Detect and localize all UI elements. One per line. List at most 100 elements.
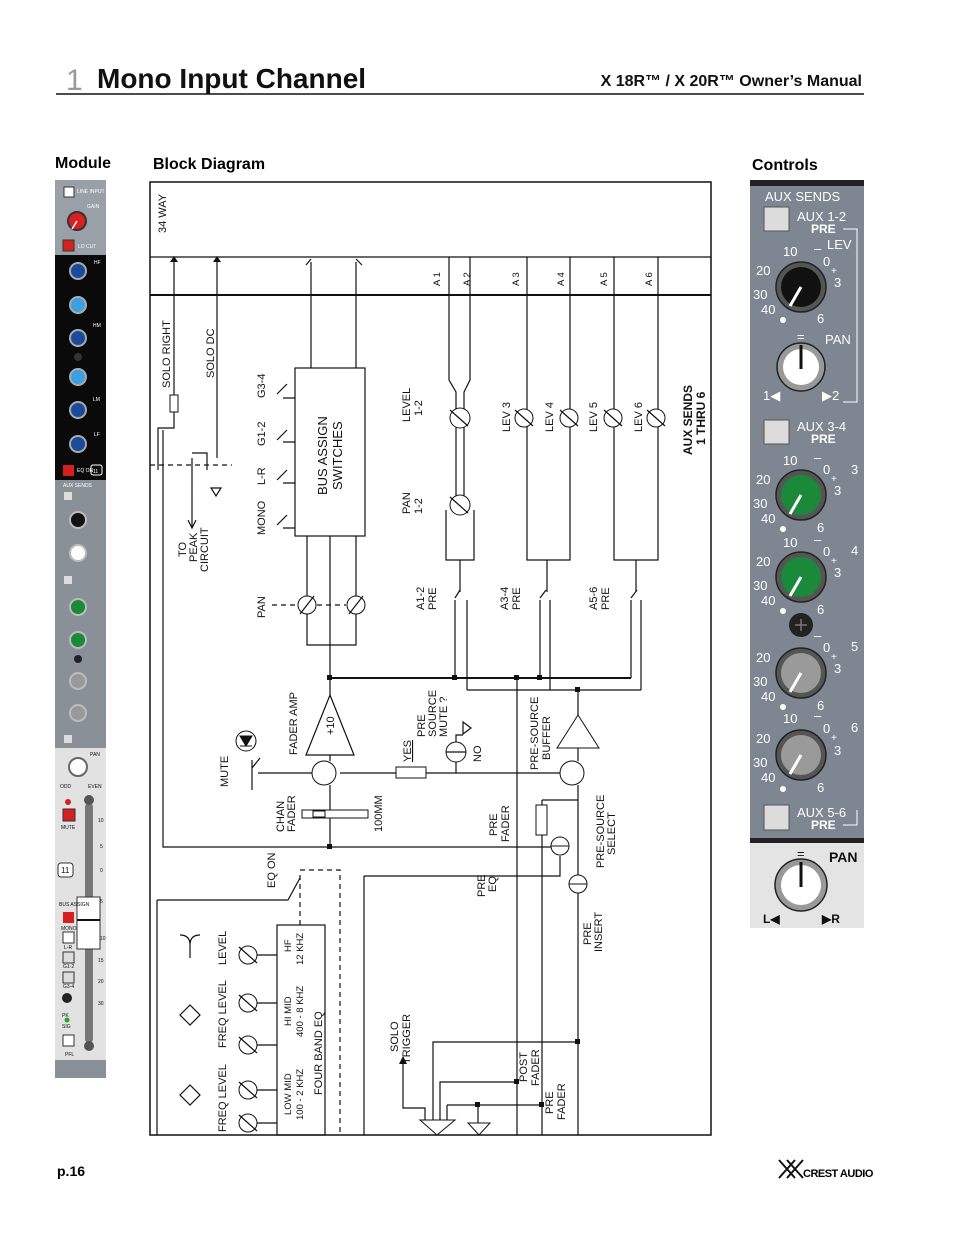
diagram-line [537,675,542,680]
diagram-line [62,993,72,1003]
diagram-label: 0 [823,254,830,269]
diagram-label: 6 [817,602,824,617]
aux3-level-scale: 10 – 0 + 3 6 20 30 40 3 [753,450,858,535]
pan-left-aux: 1◀ [763,388,780,403]
diagram-label: 20 [756,731,770,746]
diagram-label: 400 - 8 KHZ [295,986,306,1037]
mono-switch[interactable] [63,912,74,923]
lf-knob[interactable] [69,435,87,453]
lev-label: LEV [827,237,852,252]
diagram-line [251,757,312,790]
solo-right-label: SOLO RIGHT [161,320,173,388]
diagram-label: 20 [98,979,104,985]
hf-label: HF [283,939,294,952]
aux34-pre-switch[interactable] [64,576,72,584]
diagram-line [312,810,326,818]
pre-fader-label: PRE [488,813,500,836]
lo-cut-switch[interactable] [62,239,75,252]
diagram-label: 3 [834,565,841,580]
hm-level-knob[interactable] [69,329,87,347]
diagram-label: 3 [834,743,841,758]
hf-label: HF [94,260,101,266]
aux34-pre-switch[interactable] [763,419,790,445]
channel-number: 11 [93,469,98,475]
mono-label: MONO [61,926,77,932]
fader-amp-label: FADER AMP [288,692,300,755]
diagram-label: 3 [834,483,841,498]
diagram-line [843,228,858,403]
lm-label: LM [93,397,100,403]
diagram-label: 0 [823,721,830,736]
lev3-label: LEV 3 [501,402,513,432]
aux12-pan-label: PAN [825,332,851,347]
aux12-pre-switch[interactable] [763,206,790,232]
hm-freq-knob[interactable] [69,296,87,314]
aux12-pan-knob[interactable] [69,544,87,562]
aux12-pre-switch[interactable] [64,492,72,500]
diagram-line [84,1041,94,1051]
diagram-label: A 5 [599,272,610,286]
aux12-knob[interactable] [69,511,87,529]
block-diagram-heading: Block Diagram [153,156,265,173]
diagram-line [449,496,469,514]
diagram-label: A 1 [432,272,443,286]
level12-label: LEVEL [401,388,413,422]
lm-freq-level-label: FREQ LEVEL [217,1064,229,1132]
aux6-knob[interactable] [69,704,87,722]
chapter-number: 1 [66,64,83,97]
aux56-pre-switch[interactable] [763,804,790,831]
send-number-5: 5 [851,639,858,654]
sig-label: SIG [62,1024,71,1030]
aux-sends-title: AUX SENDS [765,189,840,204]
diagram-label: 12 KHZ [295,933,306,965]
pre-insert-label: PRE [582,922,594,945]
line-input-switch[interactable] [63,186,75,198]
aux3-knob[interactable] [69,598,87,616]
diagram-line [575,687,580,692]
diagram-label: 30 [753,496,767,511]
mute-switch[interactable] [62,808,76,822]
eq-on-switch[interactable] [63,465,74,476]
pan-knob[interactable] [68,757,88,777]
pfl-switch[interactable] [62,1034,75,1047]
diagram-label: 10 [783,244,797,259]
diagram-label: 0 [823,462,830,477]
diagram-label: A 3 [511,272,522,286]
g34-switch[interactable] [62,971,75,984]
g12-label: G1-2 [63,964,74,970]
aux5-level-scale: – 0 + 3 6 20 30 40 5 [753,628,858,713]
diagram-label: 20 [756,650,770,665]
diagram-line [311,760,337,786]
diagram-label: SELECT [606,812,618,855]
diagram-label: EQ [487,876,499,892]
g12-switch[interactable] [62,951,75,964]
bus-switches: G3-4 G1-2 L-R MONO [256,374,295,535]
lo-cut-label: LO CUT [78,244,96,250]
lm-level-knob[interactable] [69,401,87,419]
channel-fader-cap[interactable] [76,896,101,950]
lm-freq-knob[interactable] [69,368,87,386]
aux56-pre-switch[interactable] [64,735,72,743]
controls-panel: AUX SENDS AUX 1-2 PRE LEV 10 – 0 + 3 6 2… [750,180,864,928]
diagram-line [788,672,803,693]
send-number-6: 6 [851,720,858,735]
diagram-line [788,286,803,307]
diagram-label: 40 [761,689,775,704]
diagram-label: – [814,450,822,465]
aux5-knob[interactable] [69,672,87,690]
hf-knob[interactable] [69,262,87,280]
chan-fader-label: CHAN [275,801,287,832]
diagram-label: 5 [100,899,103,905]
diagram-label: PEAK [188,532,200,562]
diagram-line [187,452,223,530]
diagram-line [454,409,666,599]
diagram-line [57,862,74,878]
lr-switch[interactable] [62,931,75,944]
pan-left-label: L◀ [763,912,780,926]
diagram-label: FADER [500,805,512,842]
aux4-knob[interactable] [69,631,87,649]
diagram-line [559,760,585,786]
diagram-line [526,257,659,690]
a12-pre-label: A1-2 [415,587,427,610]
diagram-label: G3-4 [256,374,268,398]
